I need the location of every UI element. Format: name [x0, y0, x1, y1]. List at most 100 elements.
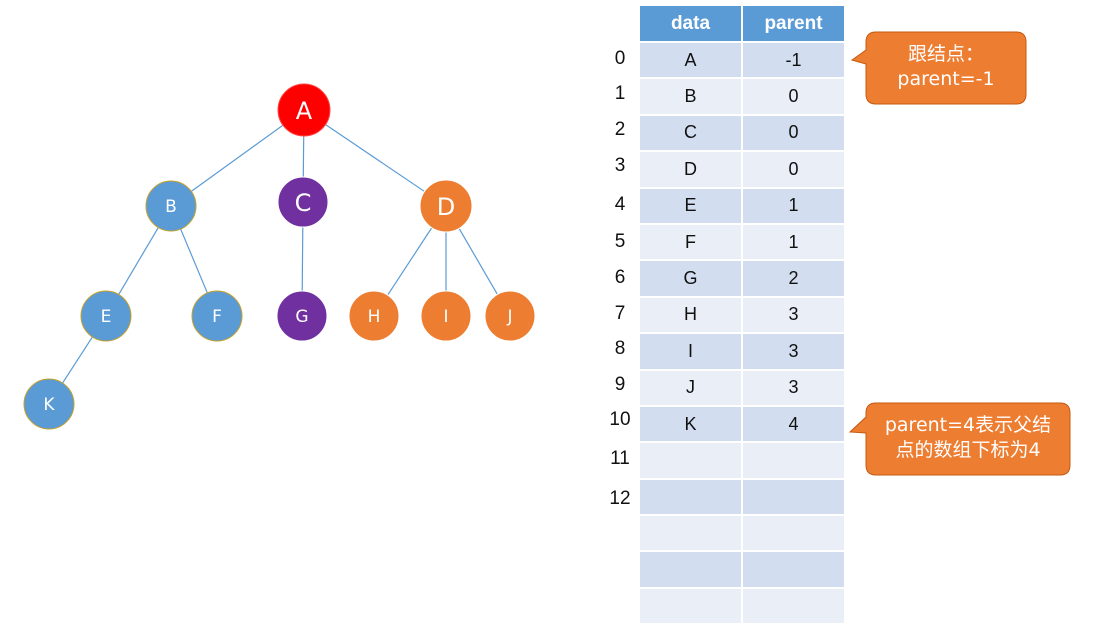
tree-node-H: H: [348, 290, 400, 342]
tree-node-J: J: [484, 290, 536, 342]
cell-data: J: [640, 369, 743, 407]
node-circle: [145, 180, 197, 232]
row-index-label: 0: [614, 48, 626, 69]
table-row: [640, 587, 844, 626]
tree-node-F: F: [191, 290, 243, 342]
edge-E-K: [62, 336, 93, 384]
tree-node-C: C: [277, 176, 329, 228]
node-label: G: [295, 307, 308, 327]
node-label: J: [506, 307, 512, 327]
row-index-label: 11: [610, 448, 630, 469]
row-index-label: 9: [614, 374, 626, 395]
table-row: A-1: [640, 42, 844, 80]
row-index-label: 1: [614, 83, 626, 104]
node-circle: [348, 290, 400, 342]
callout-line: parent=4表示父结: [884, 414, 1052, 436]
cell-data: [640, 587, 743, 626]
callout-line: 跟结点：: [907, 43, 984, 65]
tree-edges: [62, 124, 498, 384]
tree-diagram: A B C D E F G H I J K: [23, 83, 536, 430]
table-row: [640, 442, 844, 480]
cell-parent: [742, 442, 844, 480]
cell-data: C: [640, 114, 743, 153]
column-header-data: data: [640, 6, 743, 43]
cell-data: A: [640, 42, 743, 80]
tree-node-G: G: [276, 290, 328, 342]
edge-D-H: [387, 227, 433, 296]
table-row: [640, 515, 844, 553]
callout-line: 点的数组下标为4: [895, 439, 1041, 461]
table-header-row: data parent: [640, 6, 844, 43]
cell-data: [640, 551, 743, 589]
node-label: I: [443, 307, 448, 327]
edge-B-E: [118, 227, 159, 295]
cell-data: E: [640, 187, 743, 225]
cell-parent: 3: [742, 296, 844, 335]
tree-node-I: I: [420, 290, 472, 342]
cell-parent: 1: [742, 187, 844, 225]
tree-node-B: B: [145, 180, 197, 232]
tree-nodes: A B C D E F G H I J K: [23, 83, 536, 430]
node-circle: [277, 83, 331, 137]
cell-data: F: [640, 223, 743, 262]
node-circle: [80, 290, 132, 342]
node-label: E: [101, 307, 112, 327]
cell-data: I: [640, 333, 743, 371]
node-circle: [484, 290, 536, 342]
cell-data: [640, 478, 743, 517]
tree-node-A: A: [277, 83, 331, 137]
row-index-label: 8: [614, 338, 626, 359]
node-circle: [23, 378, 75, 430]
cell-parent: 3: [742, 369, 844, 407]
cell-parent: [742, 515, 844, 553]
cell-parent: 1: [742, 223, 844, 262]
row-index-label: 6: [614, 267, 626, 288]
callout-text-1: 跟结点： parent=-1: [866, 42, 1026, 92]
table-row: [640, 551, 844, 589]
cell-parent: [742, 587, 844, 626]
tree-node-K: K: [23, 378, 75, 430]
edge-A-D: [325, 124, 425, 192]
cell-data: G: [640, 260, 743, 298]
cell-parent: 3: [742, 333, 844, 371]
node-label: D: [437, 193, 455, 221]
node-circle: [191, 290, 243, 342]
edge-C-G: [301, 226, 304, 292]
callout-text-2: parent=4表示父结点的数组下标为4: [866, 413, 1070, 463]
cell-data: B: [640, 78, 743, 116]
cell-parent: 0: [742, 151, 844, 189]
column-header-parent: parent: [742, 6, 844, 43]
cell-data: H: [640, 296, 743, 335]
tree-node-E: E: [80, 290, 132, 342]
table-row: [640, 478, 844, 517]
cell-data: D: [640, 151, 743, 189]
edge-D-J: [458, 228, 498, 295]
node-label: B: [165, 197, 177, 217]
cell-parent: [742, 478, 844, 517]
cell-parent: -1: [742, 42, 844, 80]
callout-line: parent=-1: [897, 68, 995, 90]
cell-parent: 0: [742, 78, 844, 116]
node-circle: [276, 290, 328, 342]
node-label: C: [295, 189, 312, 217]
cell-parent: 2: [742, 260, 844, 298]
node-label: F: [212, 307, 222, 327]
row-index-label: 4: [614, 194, 626, 215]
row-index-label: 5: [614, 231, 626, 252]
edge-B-F: [180, 228, 208, 294]
node-circle: [419, 179, 473, 233]
cell-parent: 0: [742, 114, 844, 153]
cell-data: [640, 442, 743, 480]
row-index-label: 2: [614, 119, 626, 140]
